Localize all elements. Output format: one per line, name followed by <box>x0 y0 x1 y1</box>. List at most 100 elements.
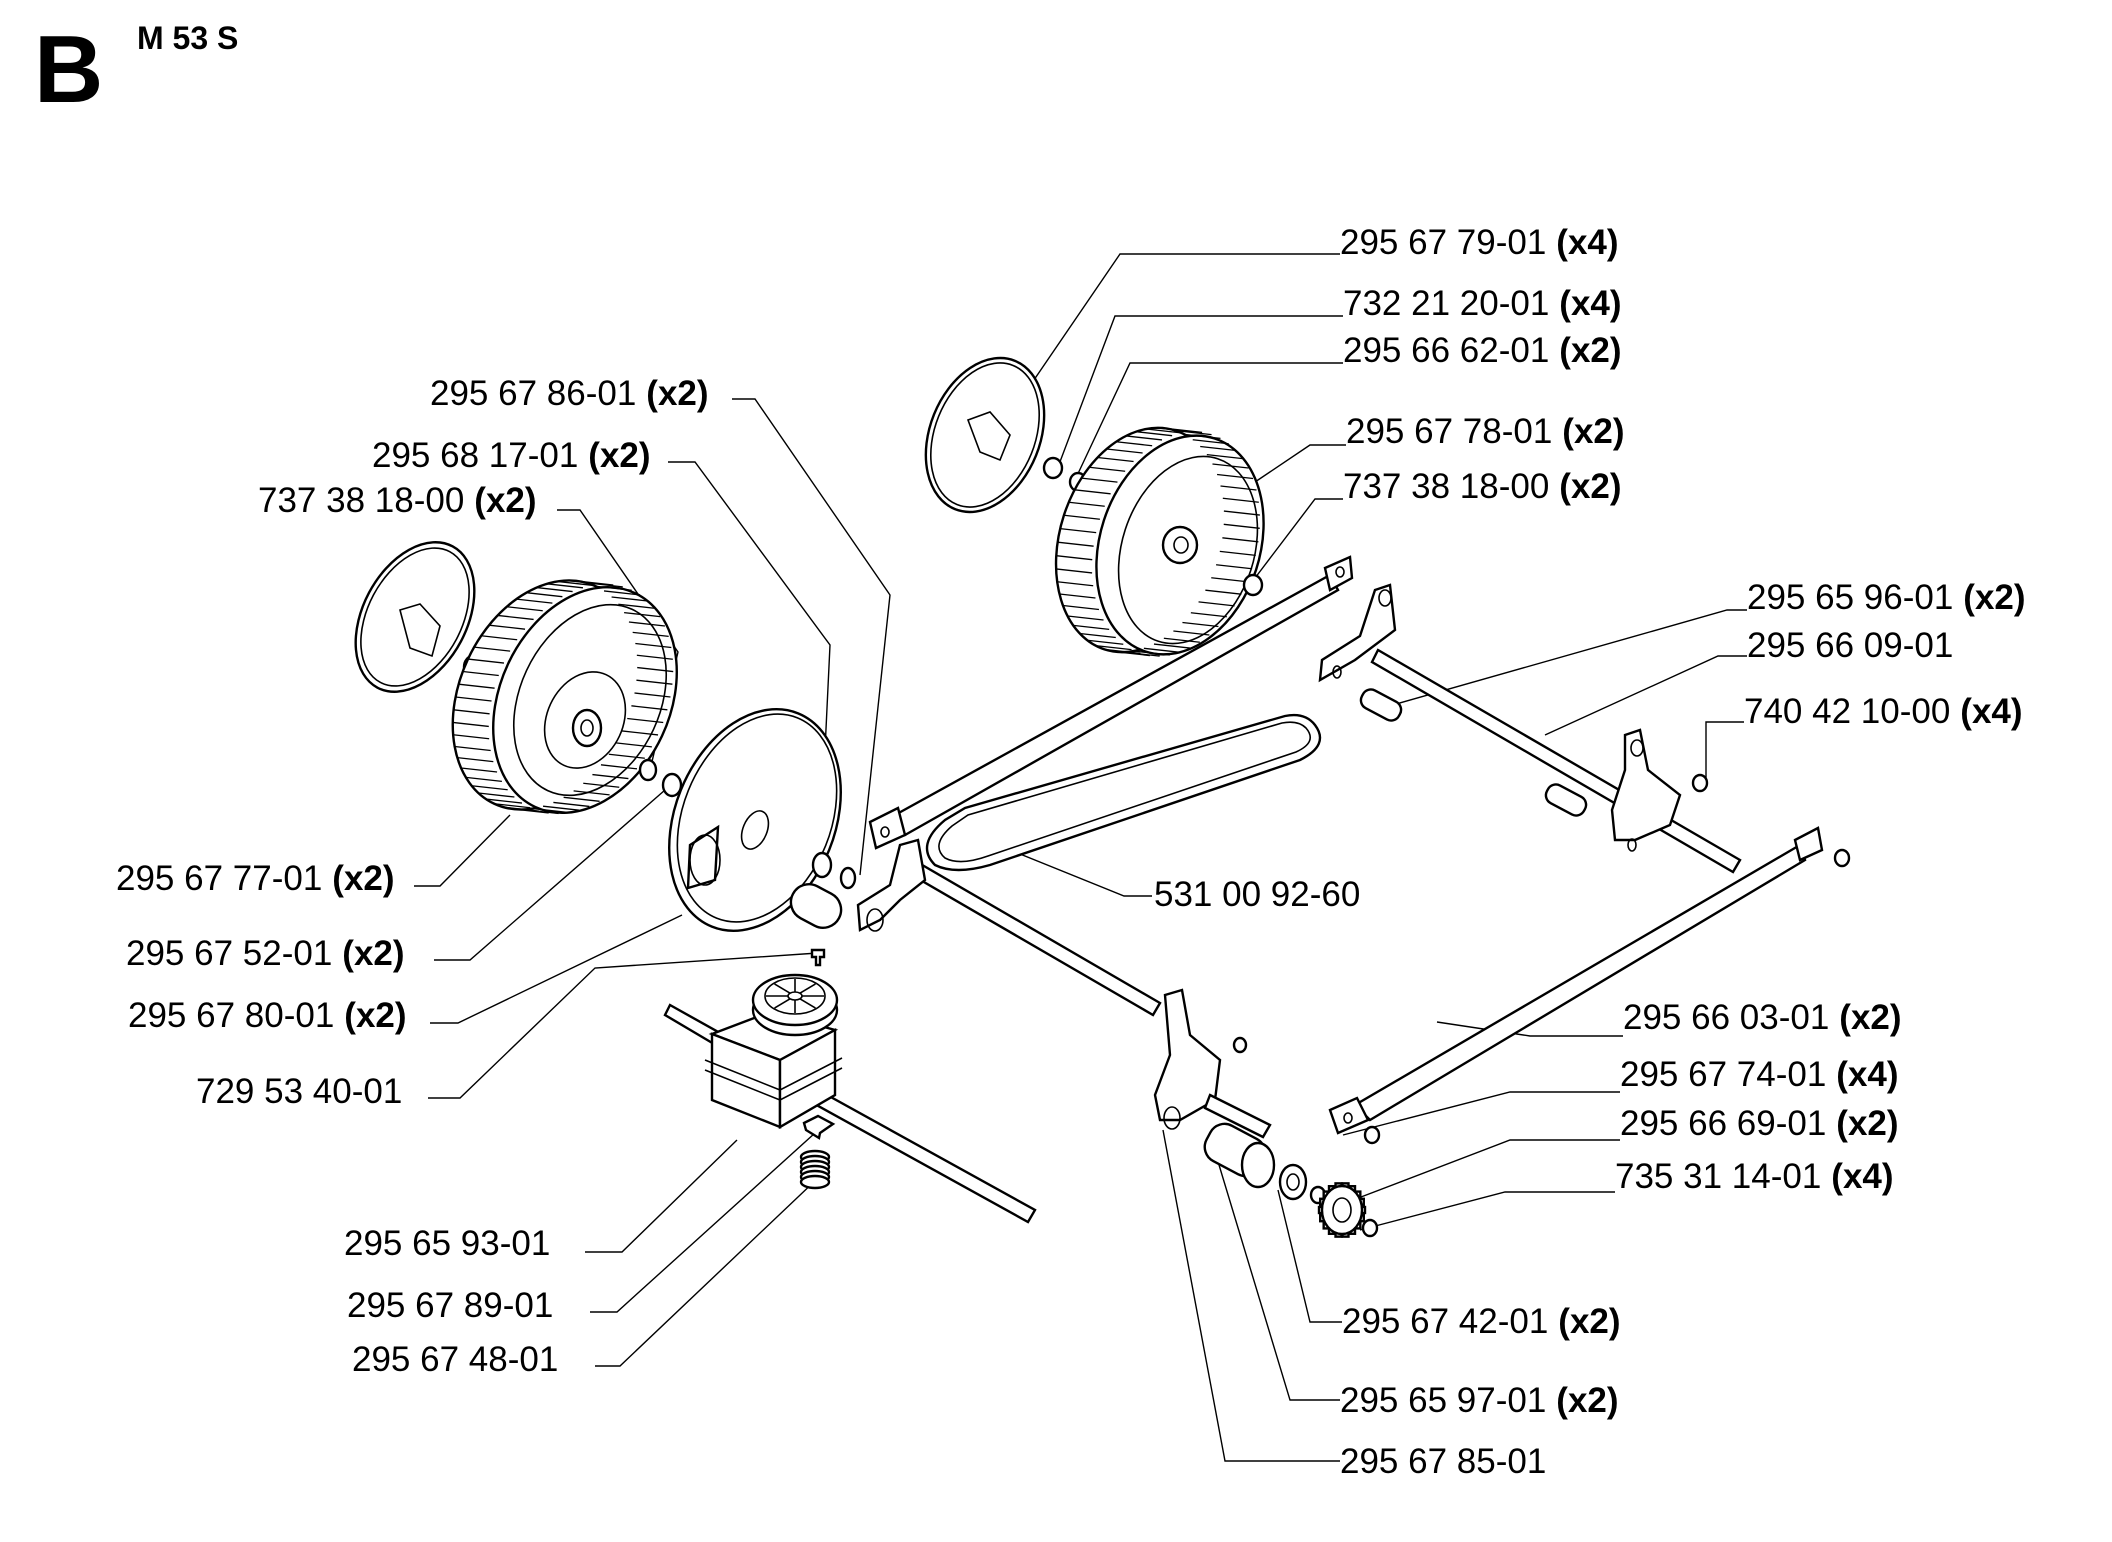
tread-block <box>471 785 508 791</box>
rear-wheel-rim <box>512 603 668 797</box>
pinion-gear <box>1317 1182 1367 1238</box>
tread-block <box>634 692 671 698</box>
leader-p22 <box>590 1132 816 1313</box>
part-number: 295 67 78-01 <box>1346 412 1553 451</box>
tread-block <box>1216 473 1254 480</box>
part-number: 295 66 69-01 <box>1620 1104 1827 1143</box>
part-label-p12[interactable]: 531 00 92-60 <box>1154 877 1360 912</box>
gearbox-pulley-spokes <box>766 979 824 1013</box>
part-label-p16[interactable]: 729 53 40-01 <box>196 1074 402 1109</box>
tread-block <box>624 611 661 618</box>
tread-block <box>1184 433 1221 440</box>
tread-block <box>1113 650 1150 657</box>
part-qty: (x2) <box>1839 998 1902 1037</box>
part-label-p23[interactable]: 295 67 48-01 <box>352 1342 558 1377</box>
front-bracket-right-hole <box>1627 838 1637 852</box>
part-number: 735 31 14-01 <box>1615 1157 1822 1196</box>
part-qty: (x4) <box>1559 284 1622 323</box>
part-qty: (x2) <box>1559 331 1622 370</box>
tread-block <box>611 596 648 602</box>
tread-block <box>563 796 600 802</box>
part-qty: (x2) <box>588 436 651 475</box>
height-rod-upper-end-b <box>1323 555 1354 592</box>
part-label-p20[interactable]: 735 31 14-01(x4) <box>1615 1159 1894 1194</box>
tread-block <box>1073 624 1110 631</box>
leader-lines <box>414 253 1747 1462</box>
part-label-p2[interactable]: 732 21 20-01(x4) <box>1343 286 1622 321</box>
leader-p26 <box>1162 1129 1340 1462</box>
tread-block <box>516 598 553 604</box>
part-number: 295 65 96-01 <box>1747 578 1954 617</box>
screw <box>810 948 826 967</box>
leader-p12 <box>1009 849 1152 897</box>
tread-block <box>1125 435 1163 441</box>
part-label-p14[interactable]: 295 67 52-01(x2) <box>126 936 405 971</box>
part-number: 295 67 48-01 <box>352 1340 559 1379</box>
washer-p14 <box>661 772 683 798</box>
rear-wheel-hub <box>571 708 603 748</box>
tread-block <box>474 646 511 652</box>
tread-block <box>453 709 490 715</box>
tread-block <box>478 792 515 798</box>
part-label-p8[interactable]: 740 42 10-00(x4) <box>1744 694 2023 729</box>
tread-block <box>615 742 652 748</box>
drive-belt <box>925 713 1322 872</box>
tread-block <box>1175 429 1212 436</box>
spring-coil <box>799 1174 831 1190</box>
tread-block <box>457 756 494 763</box>
part-label-p24[interactable]: 295 67 42-01(x2) <box>1342 1304 1621 1339</box>
part-number: 295 67 80-01 <box>128 996 335 1035</box>
leader-p14 <box>434 789 666 961</box>
height-rod-lower-end-a <box>1328 1096 1370 1135</box>
part-number: 295 67 52-01 <box>126 934 333 973</box>
front-bracket-left-hole <box>1332 665 1342 679</box>
tread-block <box>494 803 531 809</box>
tread-block <box>621 730 659 736</box>
part-qty: (x4) <box>1556 223 1619 262</box>
tread-block <box>1062 604 1100 611</box>
part-label-p4[interactable]: 295 67 78-01(x2) <box>1346 414 1625 449</box>
bearing-housing-face <box>1240 1141 1276 1189</box>
part-label-p21[interactable]: 295 65 93-01 <box>344 1226 550 1261</box>
part-number: 295 67 89-01 <box>347 1286 554 1325</box>
part-label-p1[interactable]: 295 67 79-01(x4) <box>1340 225 1619 260</box>
tread-block <box>1106 448 1143 454</box>
tread-block <box>1136 431 1173 437</box>
part-label-p10[interactable]: 295 68 17-01(x2) <box>372 438 651 473</box>
part-label-p6[interactable]: 295 65 96-01(x2) <box>1747 580 2026 615</box>
leader-p18 <box>1342 1091 1620 1136</box>
tread-block <box>1057 581 1094 587</box>
leader-p19 <box>1339 1139 1620 1206</box>
part-label-p11[interactable]: 737 38 18-00(x2) <box>258 483 537 518</box>
part-label-p22[interactable]: 295 67 89-01 <box>347 1288 553 1323</box>
bearing-inner <box>1286 1173 1300 1191</box>
part-qty: (x2) <box>1559 467 1622 506</box>
part-label-p7[interactable]: 295 66 09-01 <box>1747 628 1953 663</box>
rear-wheel-hub-plate <box>543 671 627 769</box>
tread-block <box>636 654 673 660</box>
tread-block <box>600 764 638 770</box>
part-qty: (x4) <box>1960 692 2023 731</box>
tread-block <box>542 805 580 811</box>
part-label-p18[interactable]: 295 67 74-01(x4) <box>1620 1057 1899 1092</box>
part-label-p13[interactable]: 295 67 77-01(x2) <box>116 861 395 896</box>
bracket-plate <box>802 1114 836 1140</box>
tread-block <box>488 624 526 630</box>
part-label-p25[interactable]: 295 65 97-01(x2) <box>1340 1383 1619 1418</box>
tread-block <box>1206 453 1243 460</box>
tread-block <box>1166 427 1203 434</box>
pulley-spoke <box>774 998 791 1009</box>
part-label-p5[interactable]: 737 38 18-00(x2) <box>1343 469 1622 504</box>
tread-block <box>1059 593 1096 599</box>
part-label-p9[interactable]: 295 67 86-01(x2) <box>430 376 709 411</box>
leader-p16 <box>428 952 819 1099</box>
part-label-p17[interactable]: 295 66 03-01(x2) <box>1623 1000 1902 1035</box>
part-label-p26[interactable]: 295 67 85-01 <box>1340 1444 1546 1479</box>
tread-block <box>1133 650 1170 656</box>
part-label-p15[interactable]: 295 67 80-01(x2) <box>128 998 407 1033</box>
part-number: 295 67 79-01 <box>1340 223 1547 262</box>
part-label-p19[interactable]: 295 66 69-01(x2) <box>1620 1106 1899 1141</box>
tread-block <box>637 666 674 673</box>
part-label-p3[interactable]: 295 66 62-01(x2) <box>1343 333 1622 368</box>
tread-block <box>1057 541 1094 547</box>
